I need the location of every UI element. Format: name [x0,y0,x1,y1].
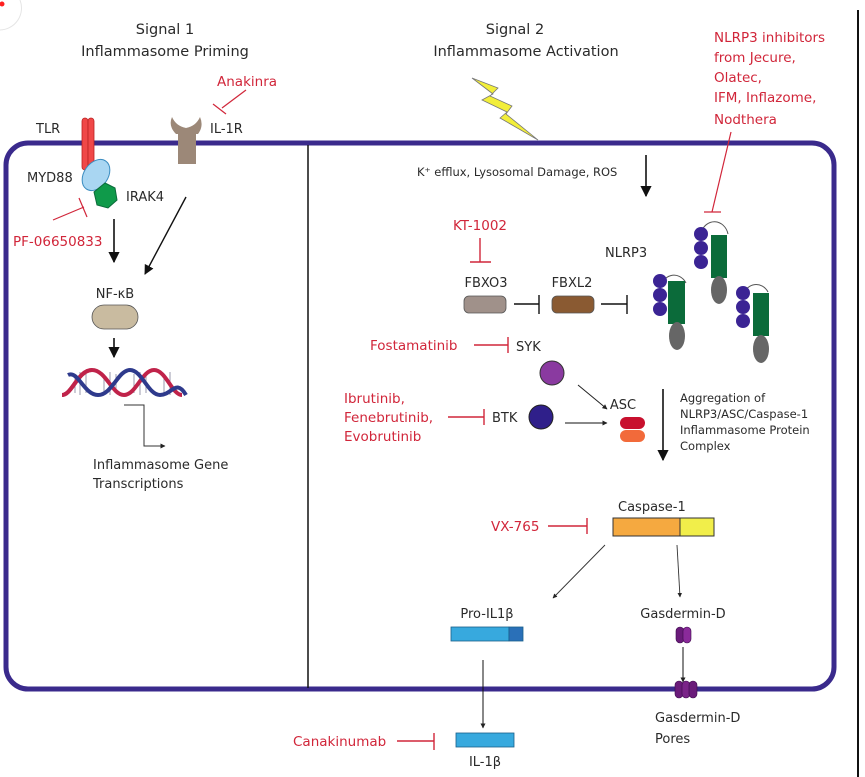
fbxl2-inhibits-nlrp3 [601,295,628,314]
pro-il1b-protein-main [450,626,510,642]
vx765-inhibition [548,518,588,534]
anakinra-inhibition [212,89,247,115]
pro-il1b-protein-pro [508,626,524,642]
canakinumab-inhibition [397,733,435,750]
svg-text:Evobrutinib: Evobrutinib [344,429,421,445]
corner-decoration [0,0,23,31]
nlrp3-inhibition [704,131,732,213]
kt1002-inhibition [470,238,491,263]
il1r-label: IL-1R [210,122,243,137]
lightning-bolt-icon [471,77,539,141]
svg-text:NLRP3/ASC/Caspase-1: NLRP3/ASC/Caspase-1 [680,407,808,421]
il1r-receptor [170,117,202,164]
gasdermin-d-label: Gasdermin-D [640,607,725,622]
tlr-receptor [81,117,95,171]
syk-label: SYK [516,340,541,355]
canakinumab-label: Canakinumab [293,734,386,750]
svg-text:Fenebrutinib,: Fenebrutinib, [344,410,433,426]
signal2-subtitle: Inflammasome Activation [433,44,618,60]
gasdermin-d-pore [674,680,698,699]
fbxo3-inhibits-fbxl2 [514,295,540,314]
fbxl2-protein [551,295,595,314]
svg-text:Olatec,: Olatec, [714,70,762,86]
nlrp3-protein [694,221,729,304]
nlrp3-protein [736,284,769,363]
cell-membrane [3,140,837,692]
signal1-title: Signal 1 [136,22,194,38]
il1r-to-nfkb-arrow [144,196,187,275]
syk-to-asc-arrow [577,384,608,410]
caspase-to-pro-il1b-arrow [552,544,606,599]
gasdermin-pores-label-line2: Pores [655,732,690,747]
fbxo3-label: FBXO3 [465,276,508,291]
svg-text:IFM, Inflazome,: IFM, Inflazome, [714,90,816,106]
aggregation-label: Aggregation of NLRP3/ASC/Caspase-1 Infla… [680,391,810,453]
myd88-protein [81,158,111,192]
il1b-label: IL-1β [469,755,501,770]
btk-inhibitors-label: Ibrutinib, Fenebrutinib, Evobrutinib [344,391,433,445]
vx765-label: VX-765 [491,519,539,535]
signal2-title: Signal 2 [486,22,544,38]
svg-text:from Jecure,: from Jecure, [714,50,796,66]
btk-inhibition [448,409,485,425]
svg-text:Inflammasome Protein: Inflammasome Protein [680,423,810,437]
pf06650833-inhibition [52,197,88,221]
anakinra-label: Anakinra [217,74,277,90]
nfkb-label: NF-κB [96,287,134,302]
asc-protein-bottom [620,430,645,442]
fbxo3-protein [463,295,507,314]
transcription-arrow [124,404,166,449]
il1b-protein [455,732,515,748]
triggers-label: K⁺ efflux, Lysosomal Damage, ROS [417,165,617,179]
svg-text:Aggregation of: Aggregation of [680,391,766,405]
transcription-label-line2: Transcriptions [92,477,184,492]
gasdermin-pores-label-line1: Gasdermin-D [655,711,740,726]
btk-label: BTK [492,411,518,426]
caspase1-protein-main [612,517,681,537]
svg-text:Complex: Complex [680,439,731,453]
caspase1-protein-tail [679,517,715,537]
asc-protein-top [620,417,645,429]
nlrp3-inhibitors-label: NLRP3 inhibitors from Jecure, Olatec, IF… [714,30,825,128]
irak4-protein [93,182,118,209]
pf06650833-label: PF-06650833 [13,234,103,250]
caspase1-label: Caspase-1 [618,500,686,515]
fostamatinib-label: Fostamatinib [370,338,458,354]
kt1002-label: KT-1002 [453,218,507,234]
tlr-label: TLR [35,122,60,137]
svg-text:NLRP3 inhibitors: NLRP3 inhibitors [714,30,825,46]
btk-protein [528,404,554,430]
fostamatinib-inhibition [474,337,509,353]
asc-label: ASC [610,398,636,413]
nfkb-protein [91,304,139,330]
pro-il1b-label: Pro-IL1β [460,607,513,622]
gasdermin-d-protein [675,626,692,644]
nlrp3-protein [653,274,687,350]
caspase-to-gasdermin-arrow [676,544,683,598]
svg-text:Nodthera: Nodthera [714,112,777,128]
nlrp3-label: NLRP3 [605,246,647,261]
transcription-label-line1: Inflammasome Gene [93,458,228,473]
signal1-subtitle: Inflammasome Priming [81,44,249,60]
fbxl2-label: FBXL2 [552,276,593,291]
irak4-label: IRAK4 [126,190,164,205]
dna-helix-icon [61,367,188,398]
svg-text:Ibrutinib,: Ibrutinib, [344,391,405,407]
syk-protein [539,360,565,386]
myd88-label: MYD88 [27,171,73,186]
